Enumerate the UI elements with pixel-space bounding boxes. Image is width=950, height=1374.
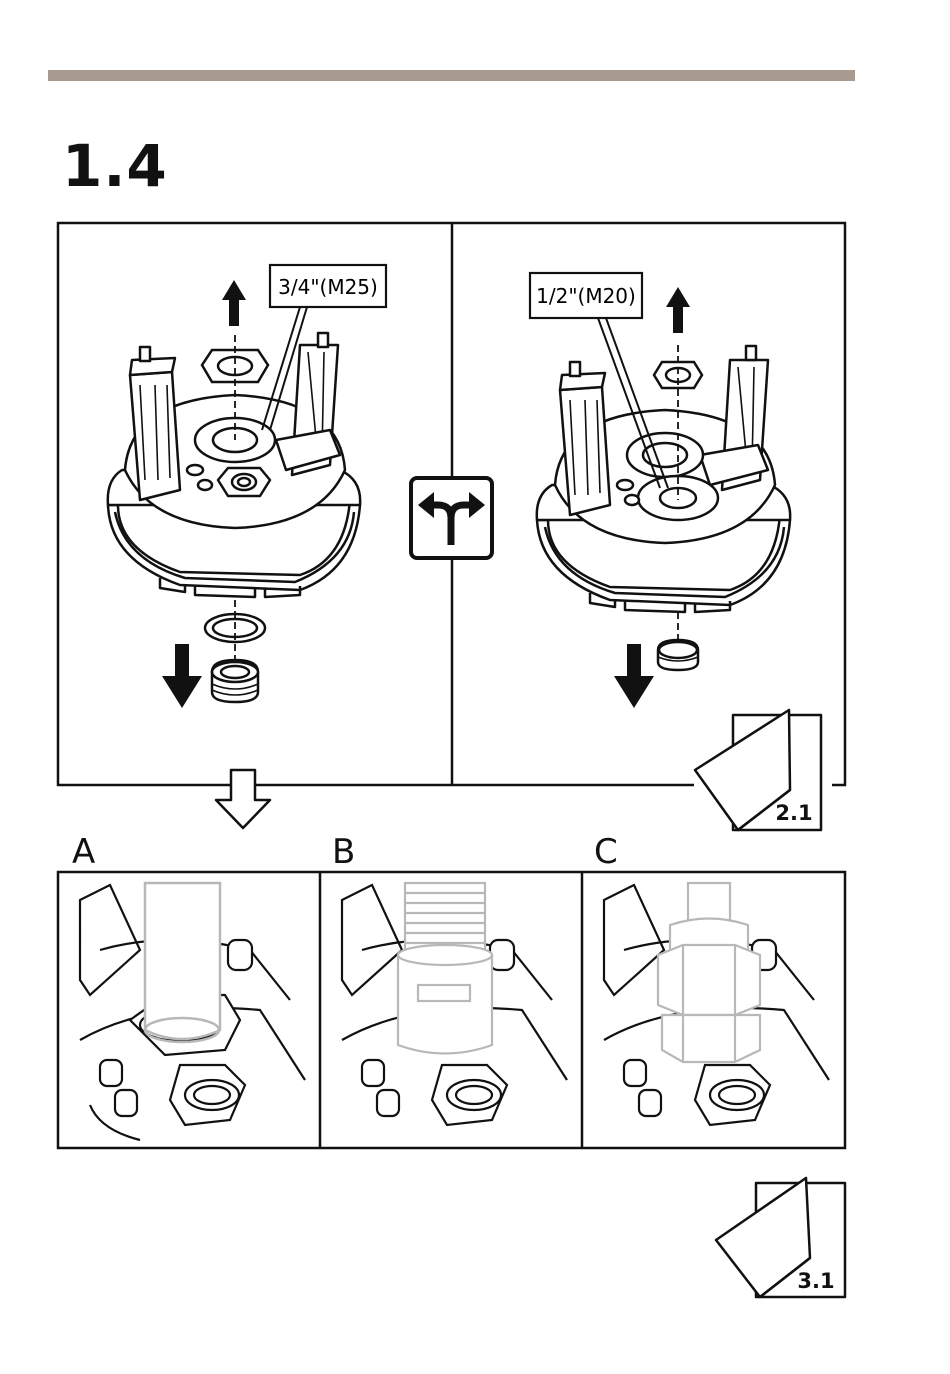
- arrow-up-icon: [222, 280, 246, 326]
- panel-letter-a: A: [72, 832, 95, 872]
- page-ref-2-1-icon: 2.1: [695, 710, 821, 830]
- left-callout-text: 3/4"(M25): [278, 275, 378, 299]
- panel-c-cable-gland: [658, 883, 760, 1062]
- right-callout-text: 1/2"(M20): [536, 284, 636, 308]
- panel-a-conduit: [145, 883, 220, 1042]
- arrow-down-icon: [162, 644, 202, 708]
- arrow-down-icon: [614, 644, 654, 708]
- arrow-up-icon: [666, 287, 690, 333]
- panel-letter-c: C: [594, 832, 618, 872]
- page-ref-3-1-icon: 3.1: [716, 1178, 845, 1297]
- panel-letter-b: B: [332, 832, 355, 872]
- hollow-down-arrow-icon: [216, 770, 270, 828]
- page-ref-2-1-label: 2.1: [775, 801, 812, 825]
- fork-choice-icon: [411, 478, 492, 558]
- page-ref-3-1-label: 3.1: [797, 1269, 834, 1293]
- panel-b-flexible-conduit: [398, 883, 492, 1054]
